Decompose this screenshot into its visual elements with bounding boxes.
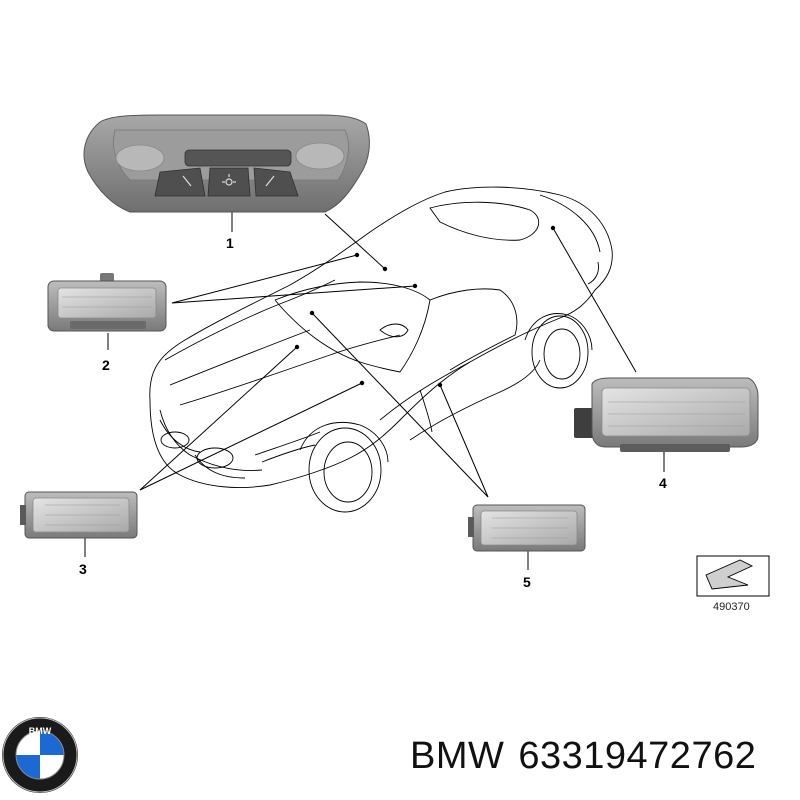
- arrow-icon: [705, 559, 754, 590]
- reference-number: 490370: [713, 601, 750, 613]
- callout-1: 1: [226, 235, 234, 251]
- interior-lamp-2: [47, 273, 167, 332]
- interior-lamp-5: [468, 504, 586, 552]
- callout-3: 3: [79, 561, 87, 577]
- interior-lamp-4: [574, 377, 759, 452]
- lamp-icon: [182, 174, 275, 187]
- caption-brand: BMW: [410, 735, 505, 777]
- console-button-left: [154, 167, 206, 197]
- reference-box: 490370: [696, 555, 770, 613]
- console-button-center: [207, 167, 251, 197]
- bmw-logo: BMW: [2, 717, 78, 793]
- callout-4: 4: [659, 475, 667, 491]
- interior-lamp-3: [20, 491, 138, 539]
- part-caption: BMW 63319472762: [410, 735, 770, 778]
- logo-lettering: BMW: [29, 726, 52, 736]
- console-button-right: [253, 167, 299, 197]
- callout-2: 2: [102, 357, 110, 373]
- caption-part-number: 63319472762: [518, 735, 757, 777]
- callout-5: 5: [523, 574, 531, 590]
- leader-dots: [294, 225, 556, 388]
- overhead-console: [83, 114, 370, 213]
- leader-lines: [84, 212, 665, 570]
- car-outline: [149, 186, 613, 513]
